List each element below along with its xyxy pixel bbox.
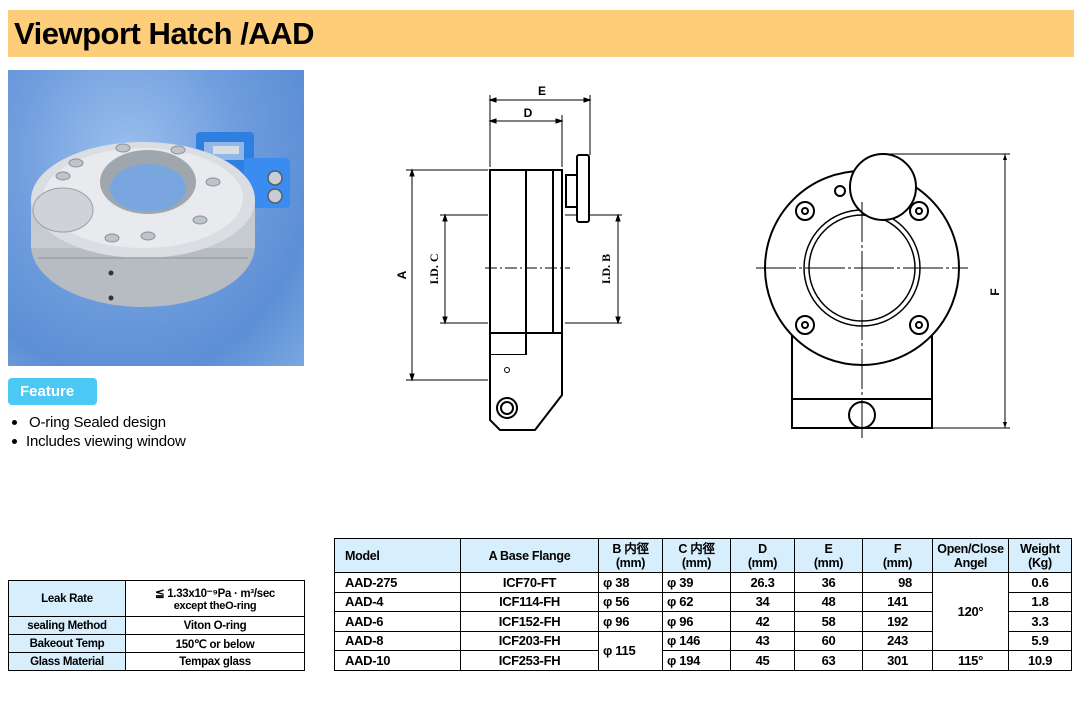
specifications-table: Leak Rate ≦ 1.33x10⁻⁹Pa · m³/sec except … <box>8 580 305 671</box>
cell-weight: 3.3 <box>1008 611 1072 632</box>
col-header-model: Model <box>334 538 461 573</box>
cell-weight: 10.9 <box>1008 650 1072 671</box>
title-bar: Viewport Hatch /AAD <box>8 10 1074 57</box>
spec-value: Viton O-ring <box>125 616 305 635</box>
spec-value: ≦ 1.33x10⁻⁹Pa · m³/sec except theO-ring <box>125 580 305 617</box>
col-header-flange: A Base Flange <box>460 538 599 573</box>
cell-d: 26.3 <box>730 572 795 593</box>
dim-label-id-b: I.D. B <box>599 254 613 284</box>
dim-label-e: E <box>538 84 546 98</box>
table-row: AAD-8 ICF203-FH φ 115 φ 146 43 60 243 5.… <box>334 630 1072 671</box>
cell-d: 42 <box>730 611 795 632</box>
cell-flange: ICF152-FH <box>460 611 599 632</box>
col-header-e: E(mm) <box>794 538 863 573</box>
side-view-drawing: E D A I.D. C I.D. B <box>390 75 630 440</box>
cell-d: 45 <box>730 650 795 671</box>
cell-b: φ 56 <box>598 591 663 612</box>
feature-item: Includes viewing window <box>10 432 186 451</box>
spec-value-main: ≦ 1.33x10⁻⁹Pa · m³/sec <box>154 587 276 600</box>
spec-row-leak-rate: Leak Rate ≦ 1.33x10⁻⁹Pa · m³/sec except … <box>8 580 305 617</box>
dim-label-d: D <box>524 106 533 120</box>
cell-c: φ 146 <box>662 630 731 651</box>
cell-model: AAD-6 <box>334 611 461 632</box>
spec-row-sealing: sealing Method Viton O-ring <box>8 616 305 635</box>
table-row: AAD-275 ICF70-FT φ 38 φ 39 26.3 36 98 12… <box>334 572 1072 651</box>
feature-item: O-ring Sealed design <box>10 413 186 432</box>
cell-model: AAD-10 <box>334 650 461 671</box>
cell-e: 58 <box>794 611 863 632</box>
table-row: AAD-10 ICF253-FH φ 194 45 63 301 115° 10… <box>334 650 1072 671</box>
dim-label-a: A <box>395 270 409 279</box>
spec-value: Tempax glass <box>125 652 305 671</box>
models-table: Model A Base Flange B 内徑(mm) C 内徑(mm) D(… <box>334 538 1072 671</box>
cell-angle: 115° <box>932 650 1009 671</box>
cell-weight: 5.9 <box>1008 630 1072 651</box>
cell-c: φ 39 <box>662 572 731 593</box>
cell-f: 243 <box>862 630 933 651</box>
cell-b-merged: φ 115 <box>598 630 663 671</box>
col-header-f: F(mm) <box>862 538 933 573</box>
cell-flange: ICF253-FH <box>460 650 599 671</box>
cell-flange: ICF114-FH <box>460 591 599 612</box>
product-photo <box>8 70 304 366</box>
cell-e: 48 <box>794 591 863 612</box>
dim-label-id-c: I.D. C <box>427 253 441 284</box>
cell-f: 141 <box>862 591 933 612</box>
cell-model: AAD-4 <box>334 591 461 612</box>
table-header-row: Model A Base Flange B 内徑(mm) C 内徑(mm) D(… <box>334 538 1072 573</box>
col-header-b: B 内徑(mm) <box>598 538 663 573</box>
cell-b: φ 96 <box>598 611 663 632</box>
spec-value: 150℃ or below <box>125 634 305 653</box>
cell-c: φ 62 <box>662 591 731 612</box>
col-header-c: C 内徑(mm) <box>662 538 731 573</box>
viewport-hatch-illustration <box>31 132 290 307</box>
spec-label: sealing Method <box>8 616 126 635</box>
spec-label: Bakeout Temp <box>8 634 126 653</box>
cell-e: 36 <box>794 572 863 593</box>
col-header-d: D(mm) <box>730 538 795 573</box>
col-header-weight: Weight(Kg) <box>1008 538 1072 573</box>
cell-f: 192 <box>862 611 933 632</box>
cell-f: 301 <box>862 650 933 671</box>
spec-row-bakeout: Bakeout Temp 150℃ or below <box>8 634 305 653</box>
cell-c: φ 96 <box>662 611 731 632</box>
cell-d: 34 <box>730 591 795 612</box>
spec-label: Glass Material <box>8 652 126 671</box>
cell-model: AAD-275 <box>334 572 461 593</box>
cell-d: 43 <box>730 630 795 651</box>
cell-model: AAD-8 <box>334 630 461 651</box>
page-title: Viewport Hatch /AAD <box>14 16 314 51</box>
cell-e: 60 <box>794 630 863 651</box>
cell-e: 63 <box>794 650 863 671</box>
feature-badge: Feature <box>8 378 97 405</box>
cell-b: φ 38 <box>598 572 663 593</box>
cell-weight: 1.8 <box>1008 591 1072 612</box>
spec-label: Leak Rate <box>8 580 126 617</box>
feature-list: O-ring Sealed design Includes viewing wi… <box>10 413 186 451</box>
cell-c: φ 194 <box>662 650 731 671</box>
dim-label-f: F <box>988 288 1002 295</box>
spec-value-note: except theO-ring <box>173 599 257 612</box>
cell-flange: ICF203-FH <box>460 630 599 651</box>
cell-angle-merged: 120° <box>932 572 1009 651</box>
cell-f: 98 <box>862 572 933 593</box>
cell-weight: 0.6 <box>1008 572 1072 593</box>
front-view-drawing: F <box>740 140 1020 445</box>
spec-row-glass: Glass Material Tempax glass <box>8 652 305 671</box>
cell-flange: ICF70-FT <box>460 572 599 593</box>
table-row: AAD-6 ICF152-FH φ 96 φ 96 42 58 192 3.3 <box>334 611 1072 632</box>
